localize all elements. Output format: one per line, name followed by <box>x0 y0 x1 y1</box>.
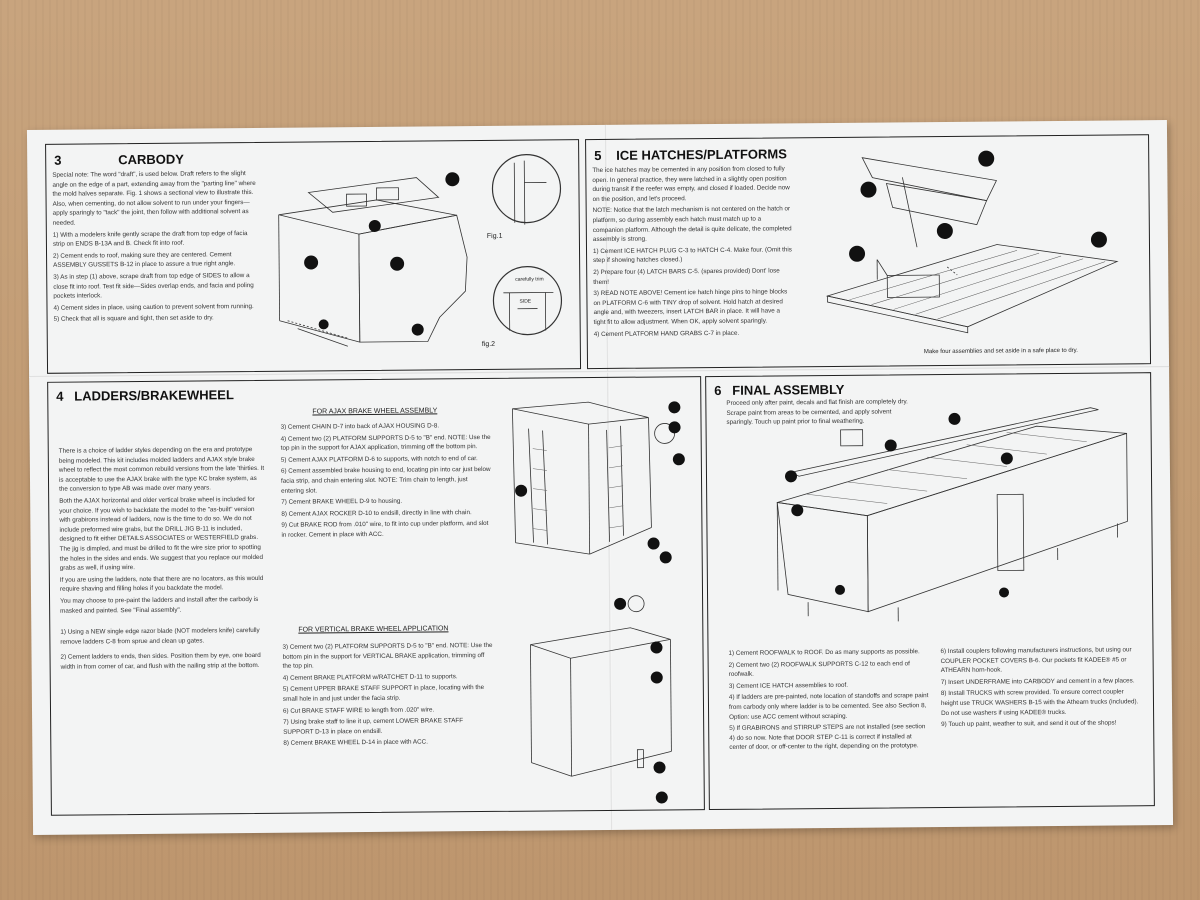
step: 1) Cement ROOFWALK to ROOF. Do as many s… <box>728 648 920 657</box>
ice-hatch-illustration <box>825 150 1119 334</box>
step: 5) If GRABIRONS and STIRRUP STEPS are no… <box>729 723 926 752</box>
step: 3) Cement ICE HATCH assemblies to roof. <box>728 681 849 690</box>
step: 4) If ladders are pre-painted, note loca… <box>728 692 929 721</box>
step: 6) Install couplers following manufactur… <box>940 646 1132 675</box>
brakewheel-illustration <box>511 401 685 804</box>
step: 9) Touch up paint, weather to suit, and … <box>941 719 1117 729</box>
step: 7) Insert UNDERFRAME into CARBODY and ce… <box>940 677 1135 686</box>
section-carbody: 3 CARBODY Special note: The word "draft"… <box>45 139 582 374</box>
carbody-assembly-illustration <box>278 154 563 347</box>
steps-left: 1) Cement ROOFWALK to ROOF. Do as many s… <box>729 647 930 755</box>
section-ladders-brakewheel: 4 LADDERS/BRAKEWHEEL There is a choice o… <box>47 376 705 816</box>
step: 2) Cement two (2) ROOFWALK SUPPORTS C-12… <box>728 659 910 679</box>
figure-1-caption: Fig.1 <box>486 232 503 240</box>
steps-right: 6) Install couplers following manufactur… <box>940 645 1141 731</box>
instruction-sheet: 3 CARBODY Special note: The word "draft"… <box>26 120 1174 835</box>
section-final-assembly: 6 FINAL ASSEMBLY Proceed only after pain… <box>705 372 1155 811</box>
figure-2-side-label: SIDE <box>519 298 532 305</box>
figure-2-caption: fig.2 <box>481 340 496 349</box>
figure-2-label: carefully trim <box>515 276 544 283</box>
section-ice-hatches: 5 ICE HATCHES/PLATFORMS The ice hatches … <box>585 134 1152 370</box>
final-assembly-illustration <box>776 407 1128 622</box>
step: 8) Install TRUCKS with screw provided. T… <box>940 688 1139 717</box>
